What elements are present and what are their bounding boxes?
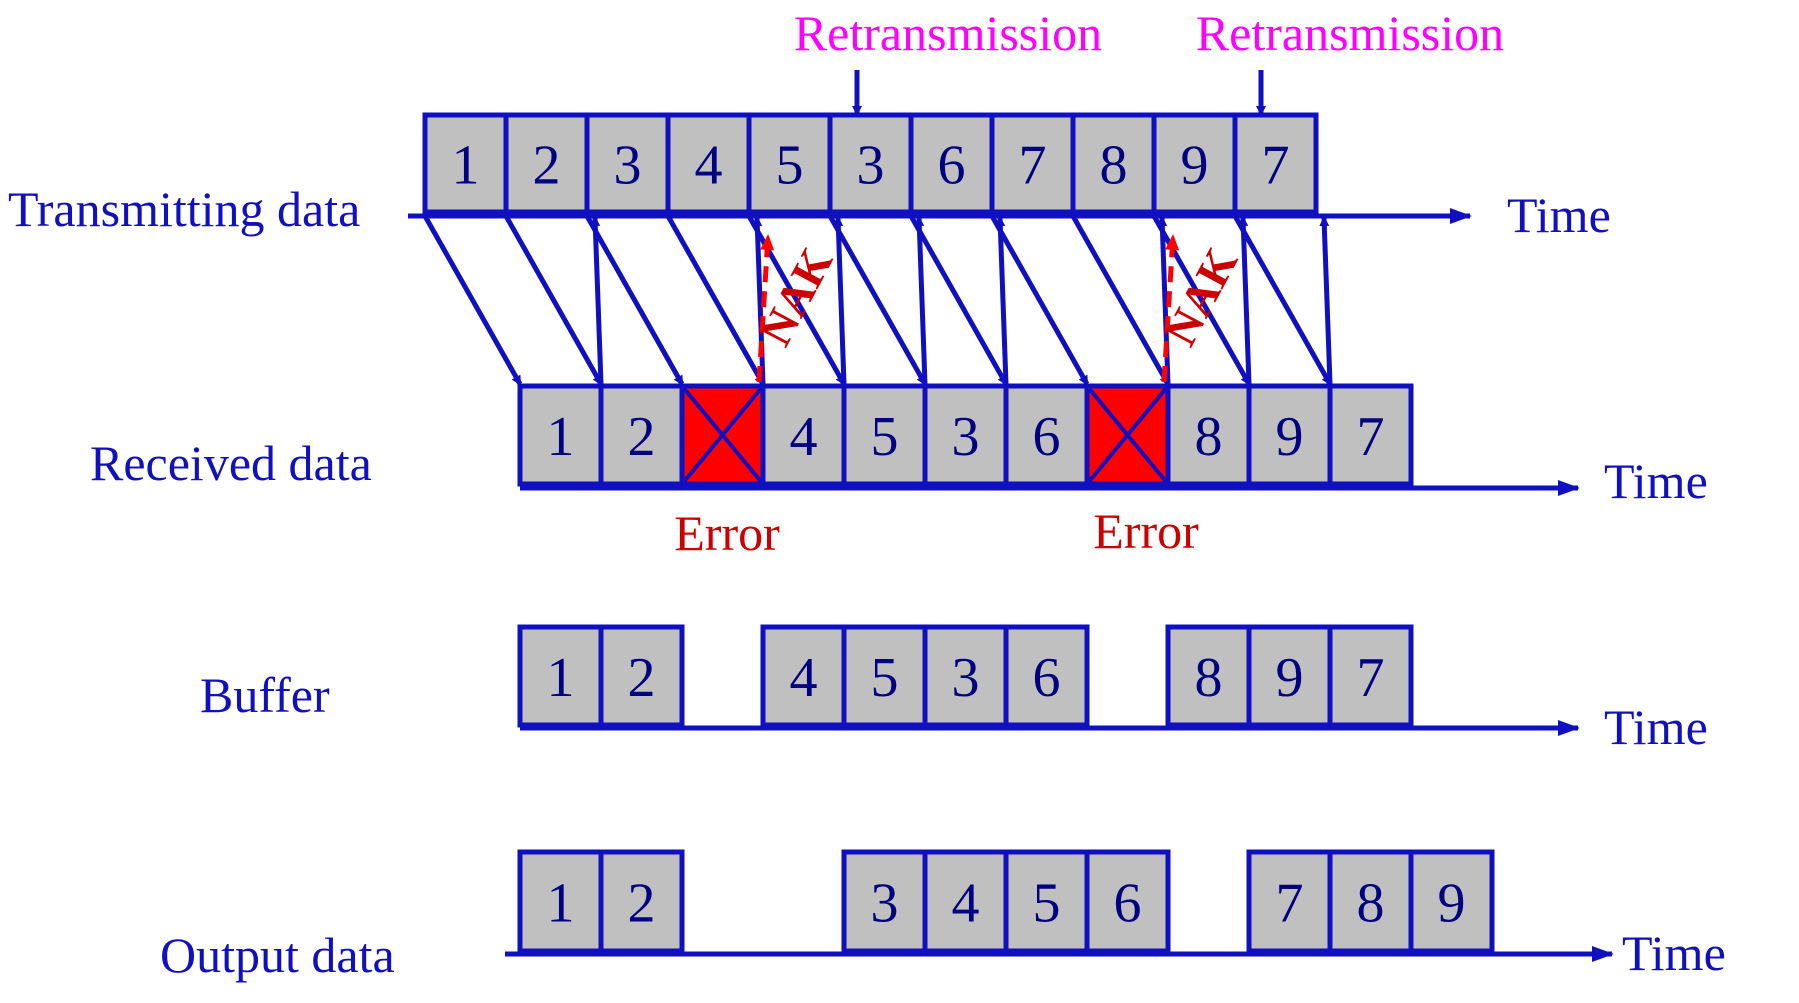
ack-arrow [1238,216,1252,385]
transmitting-frame [422,112,509,215]
transmitting-frame-number: 6 [938,135,966,197]
output-frame [1084,849,1171,954]
output-frame [1327,849,1414,954]
received-frame-number: 6 [1033,406,1061,468]
buffer-frame-number: 9 [1276,647,1304,709]
received-frame [598,383,685,487]
transmit-time-label: Time [1507,187,1611,243]
output-frame-number: 9 [1438,873,1466,935]
retransmission-label-2: Retransmission [1196,5,1504,61]
output-time-label: Time [1622,925,1726,981]
output-frame-number: 7 [1276,873,1304,935]
error-x-mark [1085,384,1170,486]
received-time-label: Time [1604,453,1708,509]
ack-arrow [833,216,847,385]
transmitting-frame [1151,112,1238,215]
output-frame-number: 3 [871,873,899,935]
received-frame [1327,383,1414,487]
output-frame-number: 5 [1033,873,1061,935]
buffer-frame [922,624,1009,728]
output-frame [841,849,928,954]
received-frame-number: 2 [628,406,656,468]
received-frame-number: 5 [871,406,899,468]
transmitting-frame [1232,112,1319,215]
buffer-frame-number: 7 [1357,647,1385,709]
ack-arrow [995,216,1009,385]
buffer-frame [1327,624,1414,728]
received-frame-number: 1 [547,406,575,468]
transmitting-data-label: Transmitting data [8,181,360,237]
received-frame [517,383,604,487]
received-frame [1165,383,1252,487]
error-label-1: Error [674,505,780,561]
transmitting-frame-number: 3 [614,135,642,197]
buffer-frame-number: 1 [547,647,575,709]
data-frame-arrow [584,214,685,386]
ack-arrow [590,216,604,385]
received-frame [1003,383,1090,487]
data-frame-arrow [422,214,523,386]
ack-arrow [914,216,928,385]
buffer-frame [1003,624,1090,728]
buffer-frame [1246,624,1333,728]
transmitting-frame-number: 9 [1181,135,1209,197]
output-frame-number: 4 [952,873,980,935]
output-frame-number: 2 [628,873,656,935]
error-label-2: Error [1093,503,1199,559]
error-x-mark [680,384,765,486]
transmitting-frame-number: 3 [857,135,885,197]
transmitting-frame-number: 7 [1262,135,1290,197]
buffer-frame-number: 6 [1033,647,1061,709]
transmitting-frame-number: 4 [695,135,723,197]
buffer-time-label: Time [1604,699,1708,755]
received-frame-number: 9 [1276,406,1304,468]
transmitting-frame-number: 2 [533,135,561,197]
buffer-frame-number: 4 [790,647,818,709]
output-frame [1408,849,1495,954]
retransmission-label-1: Retransmission [794,5,1102,61]
data-frame-arrow [1070,214,1171,386]
output-frame [598,849,685,954]
received-frame-number: 7 [1357,406,1385,468]
buffer-frame [841,624,928,728]
received-frame-number: 8 [1195,406,1223,468]
transmitting-frame-number: 8 [1100,135,1128,197]
data-frame-arrow [1232,214,1333,386]
data-frame-arrow [989,214,1090,386]
buffer-label: Buffer [200,667,330,723]
received-frame-number: 4 [790,406,818,468]
output-data-label: Output data [160,927,395,983]
data-frame-arrow [665,214,766,386]
ack-arrow [1319,216,1333,385]
received-frame [922,383,1009,487]
buffer-frame-number: 3 [952,647,980,709]
received-frame [760,383,847,487]
output-frame-number: 8 [1357,873,1385,935]
received-frame-number: 3 [952,406,980,468]
buffer-frame-number: 5 [871,647,899,709]
data-frame-arrow [908,214,1009,386]
buffer-frame-number: 8 [1195,647,1223,709]
buffer-frame [598,624,685,728]
data-frame-arrow [503,214,604,386]
output-frame-number: 1 [547,873,575,935]
received-data-label: Received data [90,435,372,491]
output-frame-number: 6 [1114,873,1142,935]
data-frame-arrow [827,214,928,386]
buffer-frame-number: 2 [628,647,656,709]
transmitting-frame-number: 1 [452,135,480,197]
received-frame [1246,383,1333,487]
transmitting-frame-number: 5 [776,135,804,197]
transmitting-frame-number: 7 [1019,135,1047,197]
